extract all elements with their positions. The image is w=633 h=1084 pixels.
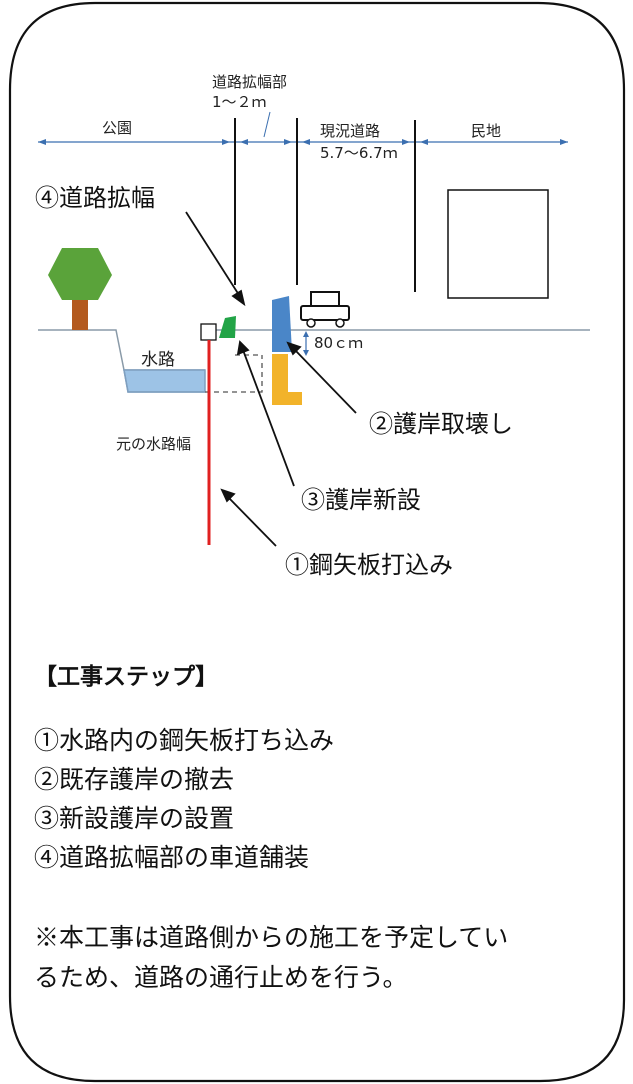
existing-revetment — [272, 296, 302, 405]
label-widening-zone: 道路拡幅部 — [212, 73, 288, 91]
tree-icon — [48, 248, 112, 330]
dimension-line — [38, 111, 568, 145]
callout-step1: ①鋼矢板打込み — [285, 551, 453, 579]
step-item-4: ④道路拡幅部の車道舗装 — [34, 843, 310, 872]
boundary-lines — [234, 118, 416, 292]
label-park: 公園 — [102, 119, 133, 137]
waterway-water — [123, 369, 206, 393]
note-line-1: ※本工事は道路側からの施工を予定してい — [34, 923, 509, 952]
step-item-3: ③新設護岸の設置 — [34, 804, 235, 833]
building-icon — [447, 189, 549, 299]
note-line-2: るため、道路の通行止めを行う。 — [34, 963, 408, 992]
label-depth: 80ｃｍ — [314, 334, 364, 352]
step-item-2: ②既存護岸の撤去 — [34, 765, 235, 794]
steps-heading: 【工事ステップ】 — [34, 664, 218, 690]
label-waterway: 水路 — [141, 350, 175, 370]
original-waterway-outline — [205, 355, 263, 393]
new-revetment — [200, 316, 236, 341]
label-existing-road-width: 5.7～6.7ｍ — [320, 144, 398, 162]
callout-step2: ②護岸取壊し — [369, 410, 513, 438]
label-widening-width: 1～２ｍ — [212, 93, 267, 111]
depth-marker — [303, 331, 309, 356]
label-existing-road: 現況道路 — [320, 122, 381, 140]
callout-step4: ④道路拡幅 — [35, 184, 155, 212]
car-icon — [300, 291, 350, 328]
label-original-width: 元の水路幅 — [116, 435, 192, 453]
step-item-1: ①水路内の鋼矢板打ち込み — [34, 726, 335, 755]
leader-arrows — [185, 211, 357, 547]
label-private-land: 民地 — [471, 122, 502, 140]
callout-step3: ③護岸新設 — [301, 486, 421, 514]
